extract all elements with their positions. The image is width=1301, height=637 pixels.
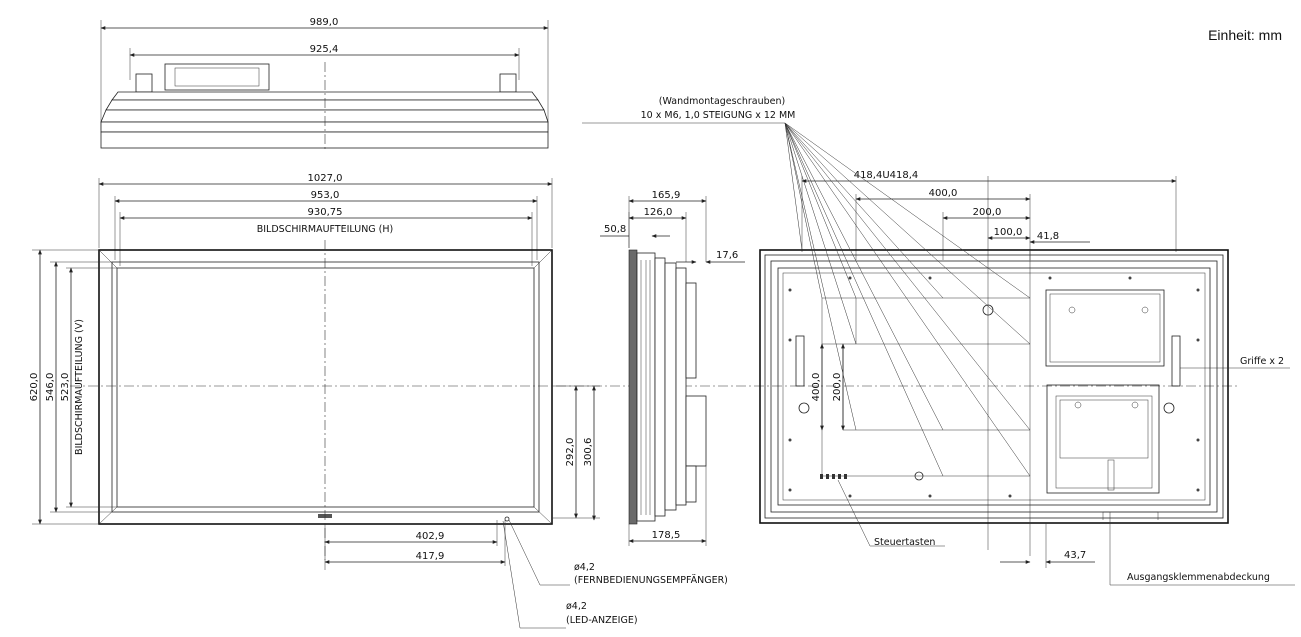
rear-dim-200h: 200,0 bbox=[973, 207, 1002, 218]
rear-dim-43: 43,7 bbox=[1064, 550, 1086, 561]
side-dim-165: 165,9 bbox=[652, 190, 681, 201]
top-dim-outer: 989,0 bbox=[310, 17, 339, 28]
side-dim-126: 126,0 bbox=[644, 207, 673, 218]
side-dim-17: 17,6 bbox=[716, 250, 738, 261]
front-dim-total-height: 620,0 bbox=[29, 373, 40, 402]
front-dim-width-3: 930,75 bbox=[308, 207, 343, 218]
front-dim-402: 402,9 bbox=[416, 531, 445, 542]
rear-view: (Wandmontageschrauben) 10 x M6, 1,0 STEI… bbox=[582, 96, 1295, 586]
terminal-cover-label: Ausgangsklemmenabdeckung bbox=[1127, 572, 1270, 583]
front-dim-height-3: 523,0 bbox=[60, 373, 71, 402]
control-keys-label: Steuertasten bbox=[874, 537, 935, 548]
mount-screws-spec: 10 x M6, 1,0 STEIGUNG x 12 MM bbox=[641, 110, 796, 121]
remote-sensor-diameter: ø4,2 bbox=[574, 562, 595, 573]
led-diameter: ø4,2 bbox=[566, 601, 587, 612]
side-dim-178: 178,5 bbox=[652, 530, 681, 541]
front-dim-height-2: 546,0 bbox=[45, 373, 56, 402]
rear-dim-100: 100,0 bbox=[994, 227, 1023, 238]
led-label: (LED-ANZEIGE) bbox=[566, 615, 638, 626]
rear-dim-400h: 400,0 bbox=[929, 188, 958, 199]
rear-dim-41: 41,8 bbox=[1037, 231, 1059, 242]
unit-label: Einheit: mm bbox=[1208, 27, 1282, 43]
rear-dim-400v: 400,0 bbox=[811, 373, 822, 402]
front-dim-292: 292,0 bbox=[565, 438, 576, 467]
side-dim-50: 50,8 bbox=[604, 224, 626, 235]
front-view: 1027,0 953,0 930,75 BILDSCHIRMAUFTEILUNG… bbox=[29, 173, 1240, 629]
rear-dim-200v: 200,0 bbox=[832, 373, 843, 402]
handles-label: Griffe x 2 bbox=[1240, 356, 1284, 367]
front-dim-417: 417,9 bbox=[416, 551, 445, 562]
side-view: 165,9 126,0 50,8 17,6 178,5 bbox=[600, 190, 745, 546]
remote-sensor-label: (FERNBEDIENUNGSEMPFÄNGER) bbox=[574, 575, 728, 586]
front-dim-total-width: 1027,0 bbox=[308, 173, 343, 184]
front-dim-width-2: 953,0 bbox=[311, 190, 340, 201]
mount-screws-title: (Wandmontageschrauben) bbox=[659, 96, 785, 107]
screen-h-label: BILDSCHIRMAUFTEILUNG (H) bbox=[257, 224, 394, 235]
top-dim-inner: 925,4 bbox=[310, 44, 339, 55]
front-dim-300: 300,6 bbox=[583, 438, 594, 467]
screen-v-label: BILDSCHIRMAUFTEILUNG (V) bbox=[74, 319, 85, 455]
top-view: 989,0 925,4 bbox=[100, 17, 549, 152]
rear-dim-418: 418,4U418,4 bbox=[854, 170, 919, 181]
